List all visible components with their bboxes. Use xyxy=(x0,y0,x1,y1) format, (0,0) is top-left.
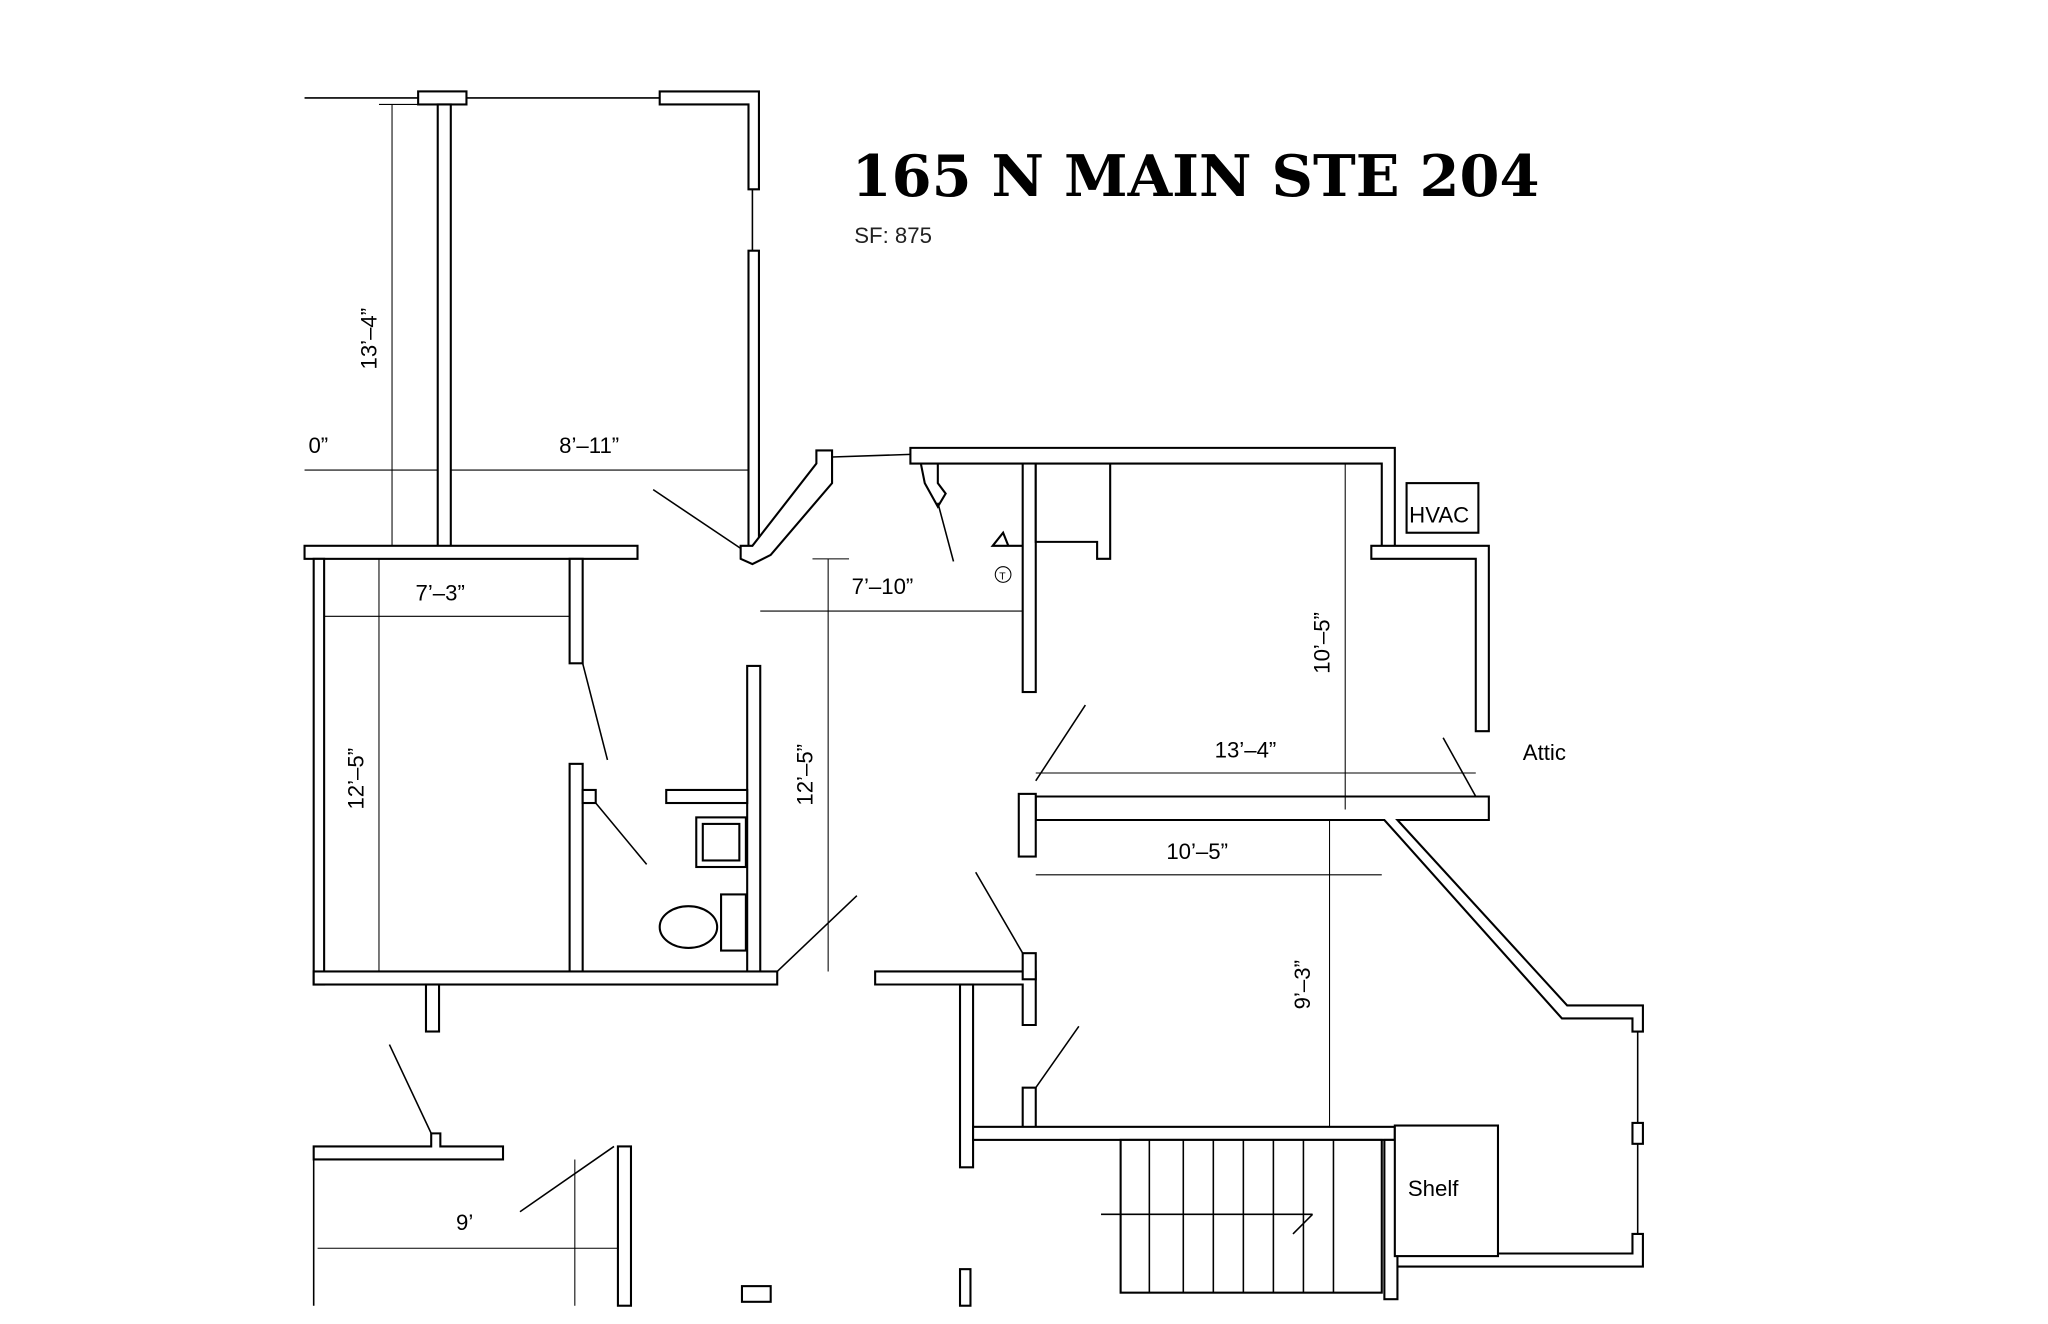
dim-7-10: 7’–10” xyxy=(852,574,914,599)
dim-12-5-left: 12’–5” xyxy=(343,748,368,810)
dim-10-5-vertical: 10’–5” xyxy=(1310,612,1335,674)
svg-text:T: T xyxy=(999,572,1006,583)
dim-13-4-vertical: 13’–4” xyxy=(356,308,381,370)
hvac-label: HVAC xyxy=(1409,502,1469,527)
stairs xyxy=(1119,1138,1383,1294)
shelf-label: Shelf xyxy=(1408,1176,1459,1201)
thermostat-icon: T xyxy=(994,566,1012,583)
dim-8-11: 8’–11” xyxy=(559,433,619,458)
dim-9-3: 9’–3” xyxy=(1290,960,1315,1009)
dimension-lines xyxy=(304,103,1476,1306)
dim-13-4-horizontal: 13’–4” xyxy=(1215,737,1277,762)
toilet xyxy=(658,905,719,949)
title: 165 N MAIN STE 204 xyxy=(852,142,1540,210)
square-footage: SF: 875 xyxy=(854,223,932,248)
dim-7-3: 7’–3” xyxy=(416,581,465,606)
hvac-box xyxy=(1405,482,1480,534)
attic-label: Attic xyxy=(1523,740,1566,765)
dim-0: 0” xyxy=(308,433,328,458)
door-swings xyxy=(388,488,1477,1213)
dim-10-5-horizontal: 10’–5” xyxy=(1166,839,1228,864)
walls xyxy=(303,90,1644,1307)
shelf xyxy=(1393,1124,1500,1258)
dim-9: 9’ xyxy=(456,1210,473,1235)
dim-12-5-mid: 12’–5” xyxy=(792,744,817,806)
dimension-labels: 13’–4” 0” 8’–11” 7’–3” 7’–10” 12’–5” 12’… xyxy=(308,308,1334,1235)
